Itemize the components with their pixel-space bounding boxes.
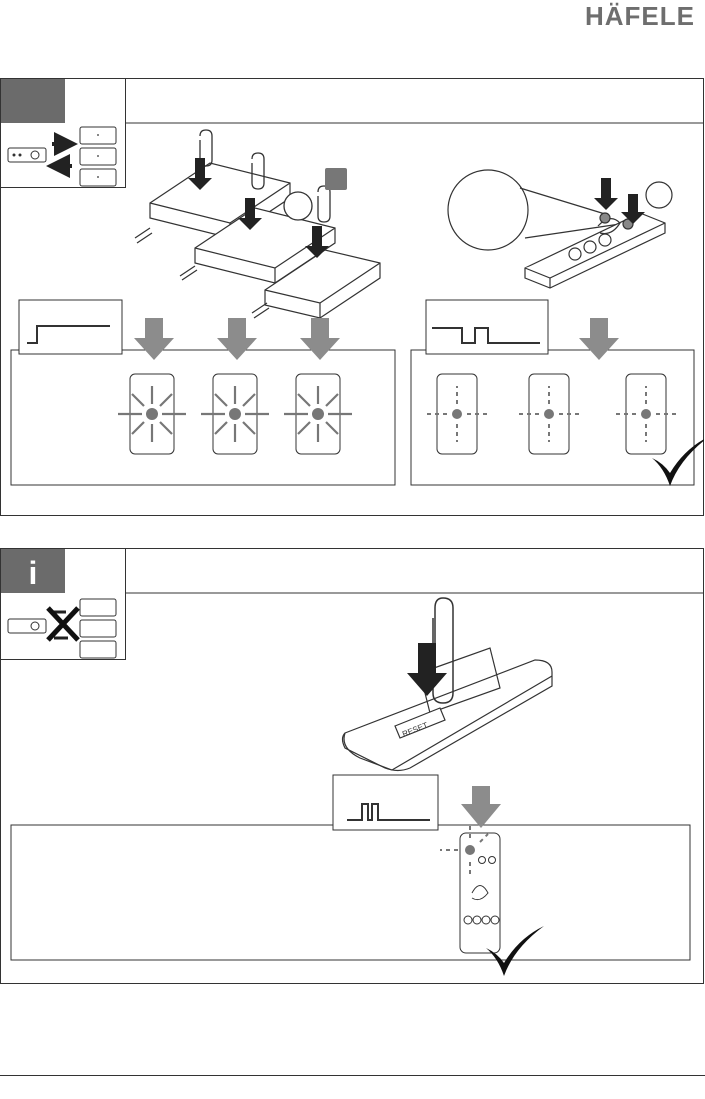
callout-circle xyxy=(284,192,312,220)
driver-led-on xyxy=(118,374,352,454)
hafele-logo: HÄFELE xyxy=(557,0,697,30)
remote-back-illustration xyxy=(343,648,553,771)
gray-marker-square xyxy=(325,168,347,190)
brand-text: HÄFELE xyxy=(585,1,695,30)
step-number-badge xyxy=(1,79,65,123)
info-panel-reset: i RESET xyxy=(0,548,704,985)
info-icon: i xyxy=(29,555,38,591)
step-panel-pairing xyxy=(0,78,704,516)
driver-led-blinking xyxy=(425,374,678,454)
result-box xyxy=(11,825,690,960)
press-arrow-icon xyxy=(407,643,447,696)
footer-divider xyxy=(0,1075,705,1076)
signal-double-blink-icon xyxy=(333,775,438,830)
down-arrow-icon xyxy=(461,786,501,828)
remote-magnifier-illustration xyxy=(448,170,672,288)
